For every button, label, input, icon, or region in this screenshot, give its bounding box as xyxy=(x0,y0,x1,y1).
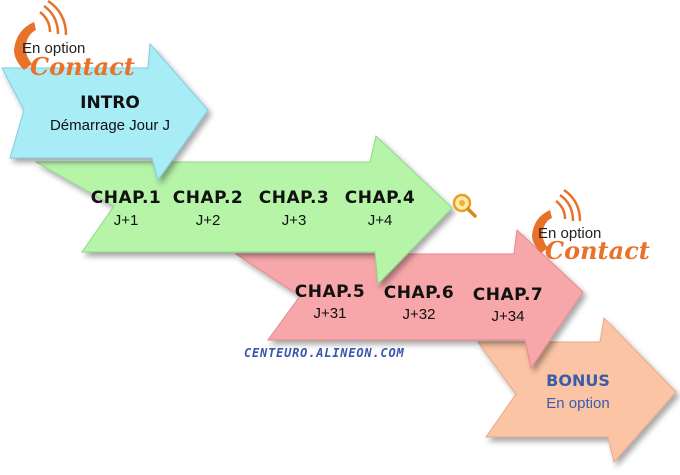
phone-icon xyxy=(532,188,582,253)
chapter-day: J+3 xyxy=(281,212,307,229)
intro-subtitle: Démarrage Jour J xyxy=(49,117,171,134)
chapter-day: J+32 xyxy=(402,306,436,323)
chapter-day: J+31 xyxy=(313,305,347,322)
chapter-day: J+1 xyxy=(113,212,139,229)
phone-icon xyxy=(14,0,68,70)
badge-contact-label[interactable]: Contact xyxy=(30,52,135,81)
bonus-title: BONUS xyxy=(546,371,610,390)
chapter-title: CHAP.7 xyxy=(472,285,544,305)
badge-option-label: En option xyxy=(22,40,86,57)
chapter-title: CHAP.1 xyxy=(90,188,162,208)
badge-option-label: En option xyxy=(538,225,602,242)
magnifier-icon[interactable] xyxy=(452,193,477,218)
chapter-title: CHAP.5 xyxy=(294,282,366,302)
intro-title: INTRO xyxy=(80,93,140,113)
chapter-day: J+34 xyxy=(491,308,525,325)
chapter-title: CHAP.4 xyxy=(344,188,416,208)
chapter-title: CHAP.3 xyxy=(258,188,330,208)
badge-contact-label[interactable]: Contact xyxy=(545,236,650,265)
website-link[interactable]: CENTEURO.ALINEON.COM xyxy=(244,346,405,360)
intro-arrow xyxy=(1,42,209,182)
chapters-row1-arrow xyxy=(34,135,453,286)
chapter-title: CHAP.6 xyxy=(383,283,455,303)
bonus-subtitle: En option xyxy=(546,395,610,412)
chapter-day: J+2 xyxy=(195,212,221,229)
chapter-day: J+4 xyxy=(367,212,393,229)
chapter-title: CHAP.2 xyxy=(172,188,244,208)
chapters-row2-arrow xyxy=(234,228,584,370)
